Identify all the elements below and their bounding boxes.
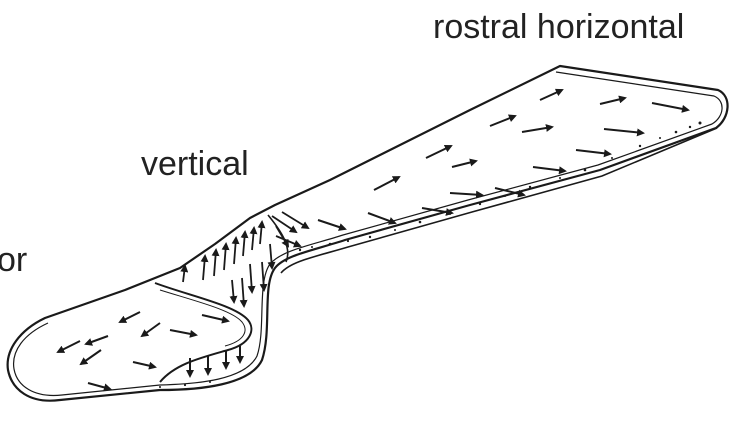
vertical-label: vertical: [141, 147, 249, 181]
caudal-arrows: [58, 312, 240, 389]
caudal-label-fragment: or: [0, 243, 27, 277]
rostral-arrows: [318, 90, 688, 229]
canal-rim: [281, 128, 717, 273]
caudal-fold: [155, 283, 251, 382]
canal-outline: [8, 66, 728, 401]
rostral-horizontal-label: rostral horizontal: [433, 10, 684, 44]
